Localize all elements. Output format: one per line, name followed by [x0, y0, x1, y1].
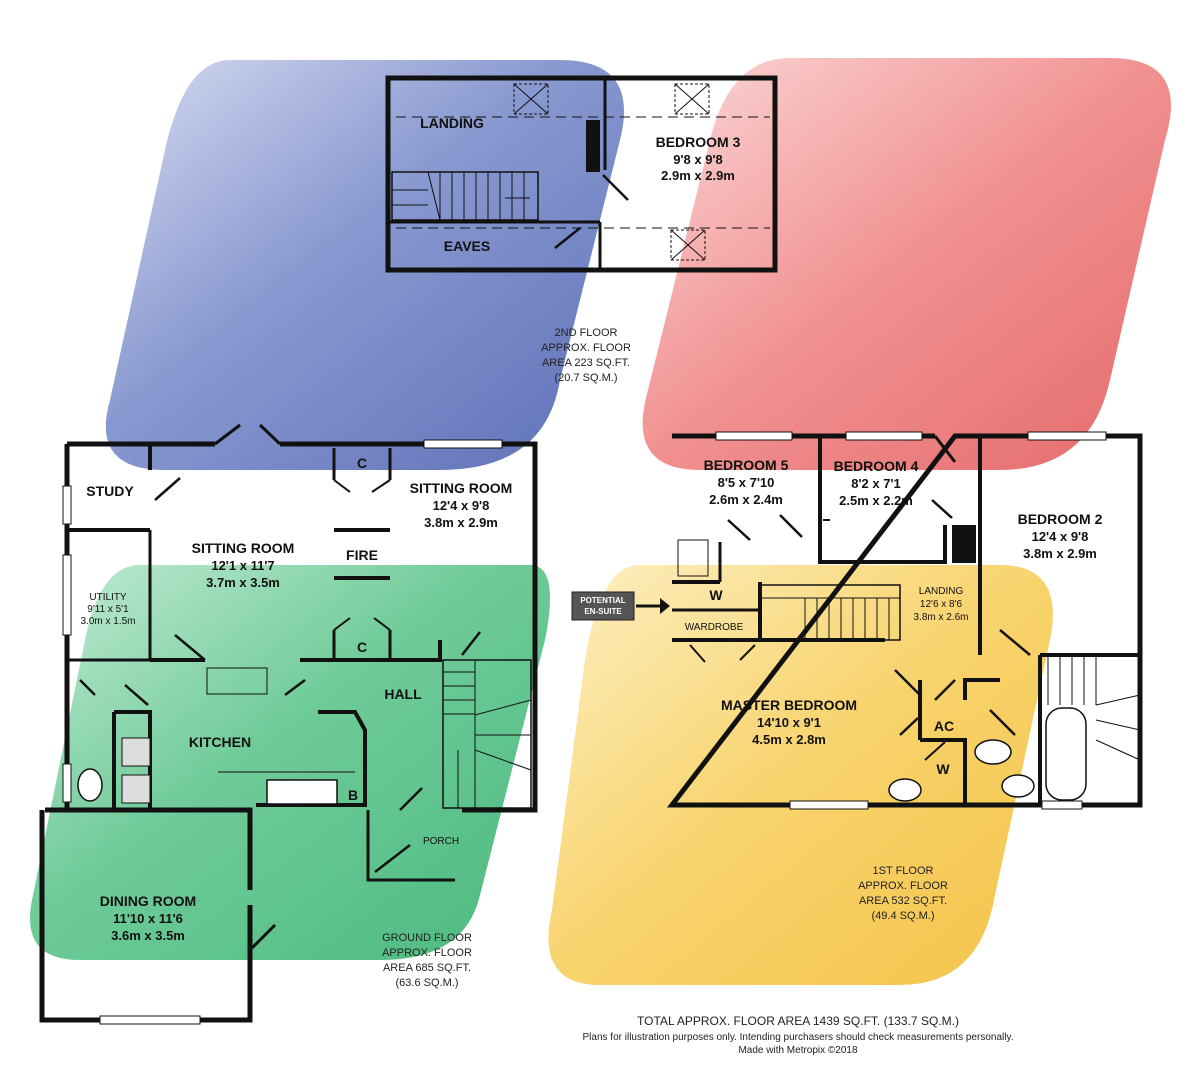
second-floor-outline — [385, 75, 778, 273]
second-area-line-1: 2ND FLOOR — [555, 327, 618, 339]
porch-label: PORCH — [423, 836, 459, 847]
sitting-room-2-metric: 3.8m x 2.9m — [424, 515, 498, 530]
footer: TOTAL APPROX. FLOOR AREA 1439 SQ.FT. (13… — [583, 1014, 1014, 1056]
ground-floor-plan — [39, 423, 538, 1025]
fire-label: FIRE — [346, 547, 378, 563]
ground-area-line-1: GROUND FLOOR — [382, 932, 472, 944]
bedroom2-metric: 3.8m x 2.9m — [1023, 546, 1097, 561]
yellow-floor-blob — [548, 565, 1053, 985]
cupboard-mid-label: C — [357, 639, 367, 655]
wardrobe-w-label: W — [709, 587, 723, 603]
boiler-label: B — [348, 787, 358, 803]
bedroom3-label: BEDROOM 3 — [656, 134, 741, 150]
dining-room-imperial: 11'10 x 11'6 — [113, 911, 183, 926]
kitchen-label: KITCHEN — [189, 734, 251, 750]
sitting-room-main-imperial: 12'1 x 11'7 — [211, 558, 274, 573]
sitting-room-main-metric: 3.7m x 3.5m — [206, 575, 280, 590]
first-landing-metric: 3.8m x 2.6m — [913, 612, 968, 623]
bedroom4-label: BEDROOM 4 — [834, 458, 919, 474]
bedroom5-label: BEDROOM 5 — [704, 457, 789, 473]
second-area-line-2: APPROX. FLOOR — [541, 342, 631, 354]
bedroom2-label: BEDROOM 2 — [1018, 511, 1103, 527]
potential-tag-line-2: EN-SUITE — [584, 607, 622, 616]
sitting-room-main-label: SITTING ROOM — [192, 540, 295, 556]
bedroom4-metric: 2.5m x 2.2m — [839, 493, 913, 508]
eaves-label: EAVES — [444, 238, 490, 254]
bedroom3-metric: 2.9m x 2.9m — [661, 168, 735, 183]
ac-label: AC — [934, 718, 954, 734]
green-floor-blob — [30, 565, 550, 960]
hall-label: HALL — [384, 686, 422, 702]
ground-area-line-2: APPROX. FLOOR — [382, 947, 472, 959]
bedroom3-imperial: 9'8 x 9'8 — [673, 152, 723, 167]
bedroom4-imperial: 8'2 x 7'1 — [851, 476, 901, 491]
first-area-line-3: AREA 532 SQ.FT. — [859, 895, 947, 907]
utility-imperial: 9'11 x 5'1 — [87, 604, 129, 615]
dining-room-metric: 3.6m x 3.5m — [111, 928, 185, 943]
second-area-line-4: (20.7 SQ.M.) — [555, 372, 618, 384]
first-area-line-2: APPROX. FLOOR — [858, 880, 948, 892]
first-landing-label: LANDING — [919, 586, 964, 597]
utility-label: UTILITY — [89, 592, 127, 603]
bedroom5-metric: 2.6m x 2.4m — [709, 492, 783, 507]
wardrobe-label: WARDROBE — [685, 622, 744, 633]
first-area-line-1: 1ST FLOOR — [873, 865, 934, 877]
first-floor-plan — [666, 431, 1143, 810]
ground-area-line-4: (63.6 SQ.M.) — [396, 977, 459, 989]
first-area-line-4: (49.4 SQ.M.) — [872, 910, 935, 922]
potential-en-suite-tag: POTENTIAL EN-SUITE — [571, 591, 670, 621]
sitting-room-2-imperial: 12'4 x 9'8 — [433, 498, 490, 513]
first-floor-area-text: 1ST FLOOR APPROX. FLOOR AREA 532 SQ.FT. … — [858, 865, 948, 922]
bedroom5-imperial: 8'5 x 7'10 — [718, 475, 775, 490]
total-area-text: TOTAL APPROX. FLOOR AREA 1439 SQ.FT. (13… — [637, 1014, 959, 1028]
ground-area-line-3: AREA 685 SQ.FT. — [383, 962, 471, 974]
study-label: STUDY — [86, 483, 134, 499]
bedroom2-imperial: 12'4 x 9'8 — [1032, 529, 1089, 544]
ground-floor-area-text: GROUND FLOOR APPROX. FLOOR AREA 685 SQ.F… — [382, 932, 472, 989]
second-landing-label: LANDING — [420, 115, 484, 131]
potential-tag-line-1: POTENTIAL — [580, 596, 625, 605]
credit-text: Made with Metropix ©2018 — [738, 1045, 858, 1056]
w2-label: W — [936, 761, 950, 777]
dining-room-label: DINING ROOM — [100, 893, 196, 909]
master-bedroom-label: MASTER BEDROOM — [721, 697, 857, 713]
blue-floor-blob — [105, 60, 624, 470]
disclaimer-text: Plans for illustration purposes only. In… — [583, 1032, 1014, 1043]
second-floor-area-text: 2ND FLOOR APPROX. FLOOR AREA 223 SQ.FT. … — [541, 327, 631, 384]
utility-metric: 3.0m x 1.5m — [80, 616, 135, 627]
first-landing-imperial: 12'6 x 8'6 — [920, 599, 963, 610]
master-bedroom-metric: 4.5m x 2.8m — [752, 732, 826, 747]
red-floor-blob — [642, 58, 1171, 470]
sitting-room-2-label: SITTING ROOM — [410, 480, 513, 496]
master-bedroom-imperial: 14'10 x 9'1 — [757, 715, 821, 730]
second-area-line-3: AREA 223 SQ.FT. — [542, 357, 630, 369]
cupboard-top-label: C — [357, 455, 367, 471]
second-floor-plan — [385, 75, 778, 273]
